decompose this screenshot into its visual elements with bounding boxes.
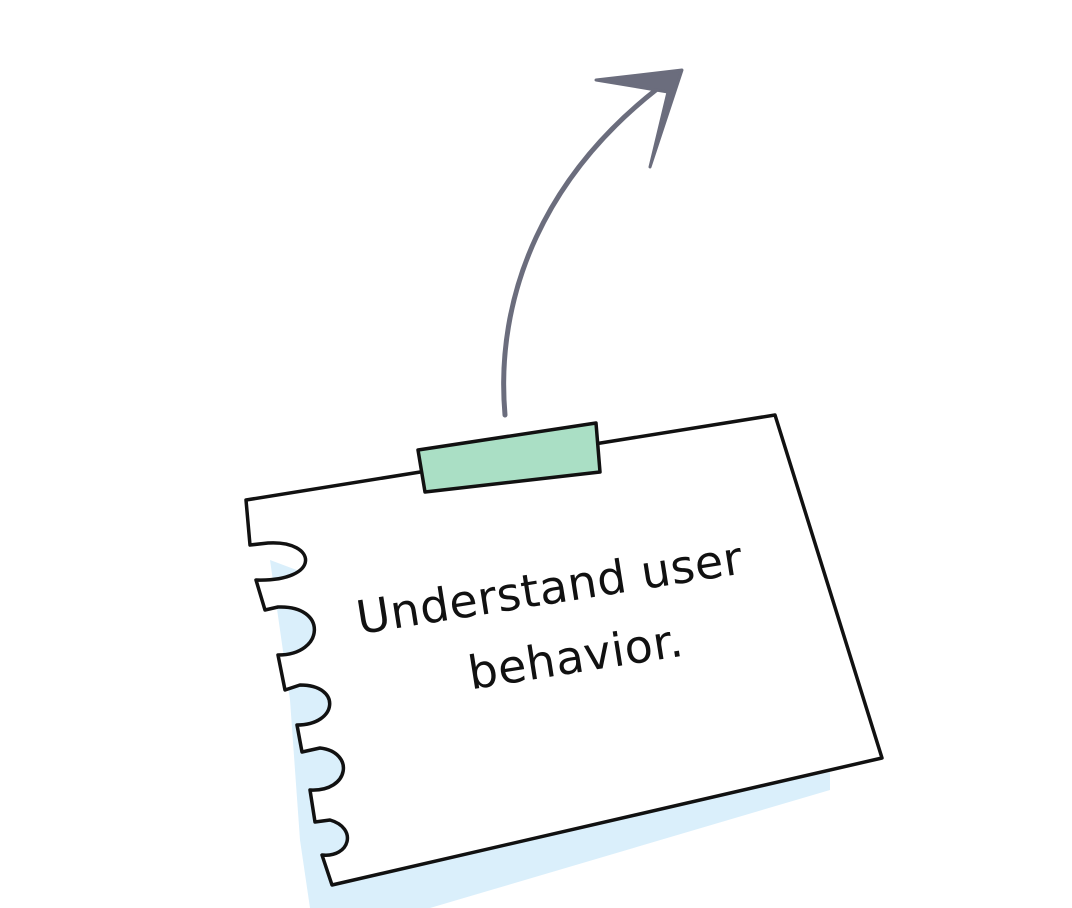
tape-strip-icon <box>416 421 602 494</box>
curved-arrow-up-right-icon <box>501 68 684 418</box>
spiral-notebook-page-icon <box>244 413 884 887</box>
